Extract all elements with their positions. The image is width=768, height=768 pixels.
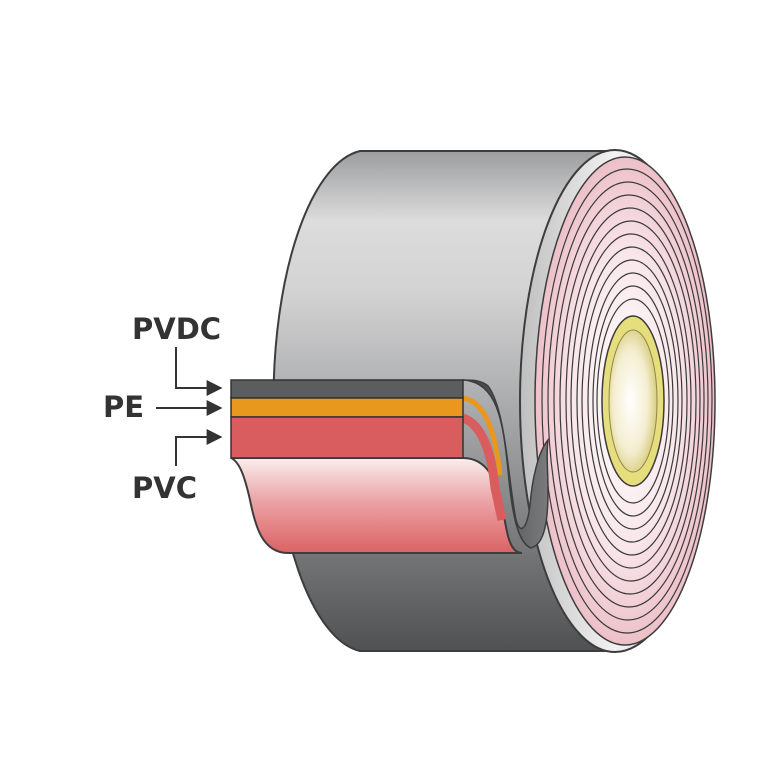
film-flap [230, 457, 523, 554]
layer-pvdc [230, 379, 464, 399]
arrow-right-icon [175, 347, 223, 396]
label-pvdc: PVDC [132, 312, 221, 346]
layer-pe [230, 397, 464, 418]
film-fold-pe-edge [462, 395, 503, 476]
arrow-right-icon [175, 429, 223, 466]
core-inner [608, 329, 658, 473]
label-pe: PE [103, 390, 144, 424]
roll-winding-rings [541, 168, 713, 634]
film-fold [462, 379, 550, 549]
film-fold-pvc-edge [461, 413, 507, 521]
label-pvc: PVC [132, 471, 197, 505]
layer-pvc [230, 416, 464, 459]
